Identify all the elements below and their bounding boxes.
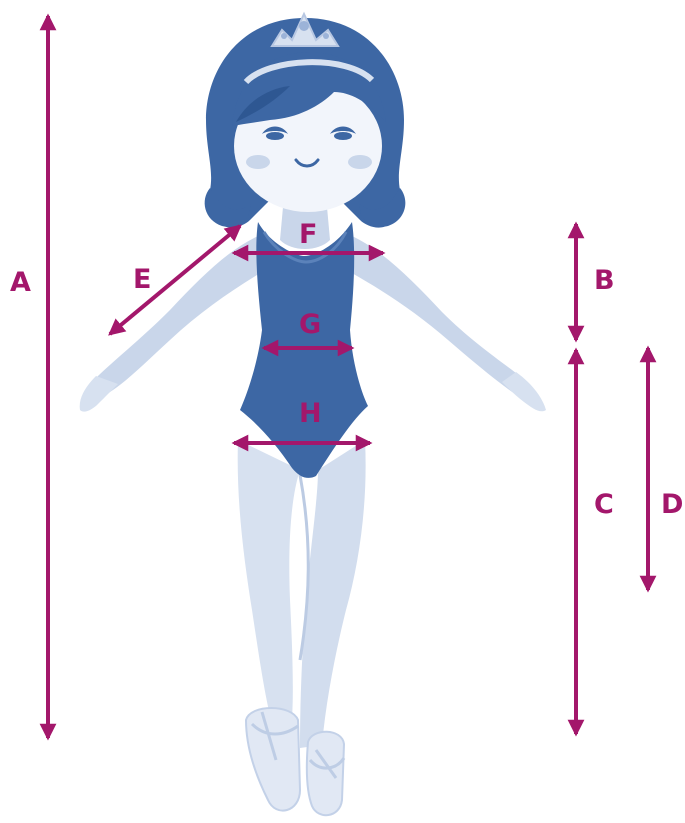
right-leg bbox=[300, 440, 366, 748]
right-ballet-shoe bbox=[307, 732, 344, 815]
label-e: E bbox=[133, 264, 151, 295]
left-cheek bbox=[246, 155, 270, 169]
label-f: F bbox=[299, 219, 317, 250]
right-eye-lid bbox=[334, 132, 352, 140]
label-h: H bbox=[299, 398, 322, 429]
label-b: B bbox=[594, 265, 615, 296]
label-d: D bbox=[661, 489, 683, 520]
left-eye-lid bbox=[266, 132, 284, 140]
right-hand bbox=[502, 372, 546, 411]
tiara-icon bbox=[272, 14, 338, 46]
label-a: A bbox=[10, 267, 31, 298]
left-ballet-shoe bbox=[246, 708, 300, 811]
label-g: G bbox=[299, 309, 321, 340]
label-c: C bbox=[594, 489, 614, 520]
right-cheek bbox=[348, 155, 372, 169]
left-leg bbox=[238, 440, 300, 718]
